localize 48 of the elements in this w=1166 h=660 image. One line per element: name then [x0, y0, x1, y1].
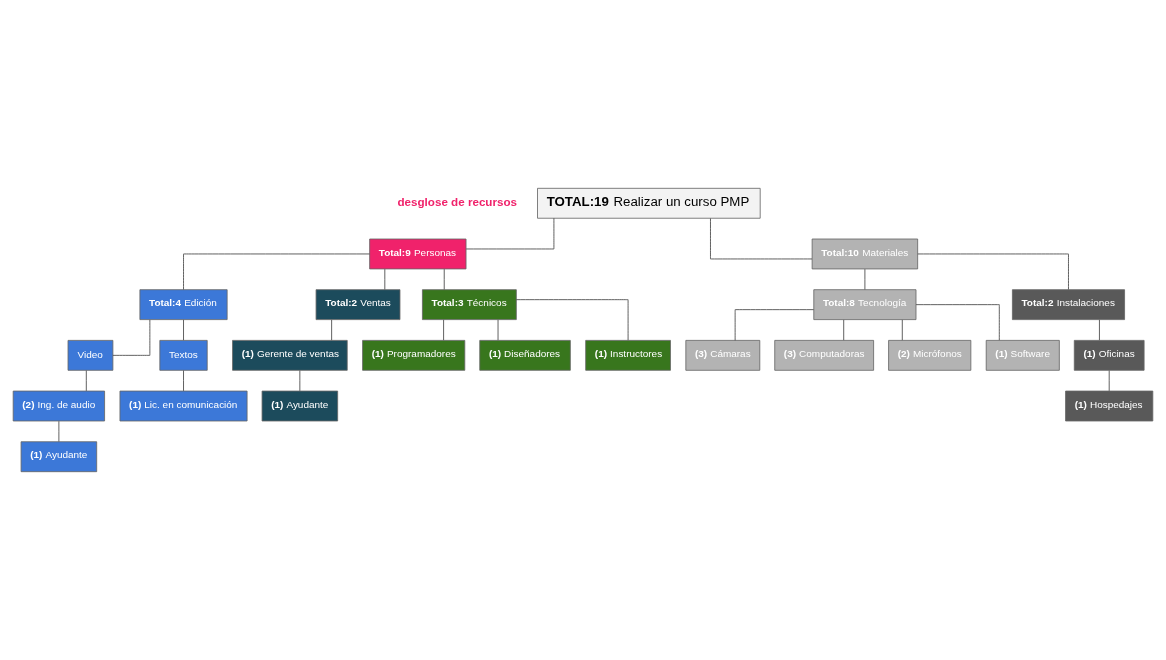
connector — [734, 309, 815, 341]
node-box: (1) Lic. en comunicación — [119, 390, 248, 422]
connector — [465, 217, 555, 250]
node-box: (3) Cámaras — [685, 339, 761, 371]
node-box: Video — [67, 339, 114, 371]
node-box: (1) Oficinas — [1073, 339, 1145, 371]
node-box: Total:9 Personas — [369, 238, 467, 270]
node-box: (3) Computadoras — [774, 339, 875, 371]
connector — [515, 299, 629, 341]
node-box: (2) Micrófonos — [888, 339, 972, 371]
node-box: Textos — [159, 339, 208, 371]
node-box: Total:2 Instalaciones — [1011, 289, 1125, 321]
node-box: Total:2 Ventas — [315, 289, 401, 321]
connector — [710, 218, 813, 260]
node-box: (1) Gerente de ventas — [232, 339, 348, 371]
connector — [915, 304, 1000, 341]
connector — [331, 319, 333, 341]
connector — [443, 319, 445, 341]
connector — [183, 253, 370, 290]
node-box: (1) Programadores — [362, 339, 466, 371]
node-box: Total:10 Materiales — [811, 238, 919, 270]
node-box: Total:4 Edición — [139, 289, 228, 321]
connector — [299, 370, 301, 392]
connector — [901, 319, 903, 341]
connector — [843, 319, 845, 341]
node-box: (1) Ayudante — [261, 390, 339, 422]
label: desglose de recursos — [397, 194, 518, 208]
node-box: (1) Instructores — [585, 339, 671, 371]
connector — [917, 253, 1069, 290]
connector — [85, 370, 87, 392]
node-box: (1) Software — [985, 339, 1060, 371]
node-box: Total:8 Tecnología — [813, 289, 917, 321]
connector — [112, 319, 151, 356]
node-box: (1) Diseñadores — [479, 339, 571, 371]
connector — [864, 268, 866, 290]
node-box: (1) Ayudante — [20, 441, 98, 473]
connector — [58, 420, 60, 442]
connector — [384, 268, 386, 290]
connector — [443, 268, 445, 290]
connector — [183, 370, 184, 392]
connector — [1108, 370, 1110, 392]
connector — [497, 319, 499, 341]
connector — [183, 319, 184, 341]
connector — [1099, 319, 1100, 341]
node-box: Total:3 Técnicos — [422, 289, 517, 321]
node-box: TOTAL:19 Realizar un curso PMP — [537, 187, 761, 219]
node-box: (1) Hospedajes — [1065, 390, 1154, 422]
node-box: (2) Ing. de audio — [12, 390, 105, 422]
